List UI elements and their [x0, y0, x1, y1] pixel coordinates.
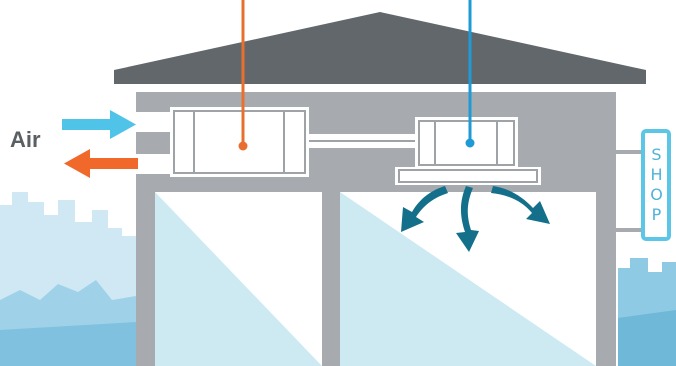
arrow-right-icon [62, 110, 136, 139]
exhaust-duct-opening [136, 154, 170, 174]
intake-duct-opening [136, 112, 170, 132]
heat-recovery-unit [170, 107, 309, 177]
shop-sign-text: SHOP [647, 145, 666, 225]
outdoor-unit-callout [238, 0, 248, 151]
connecting-pipes [309, 134, 420, 148]
sign-bracket [616, 150, 641, 232]
air-label: Air [10, 127, 41, 152]
city-skyline-background [0, 192, 676, 366]
curved-arrow-down-icon [401, 186, 550, 252]
indoor-unit-callout [465, 0, 475, 148]
building-roof [114, 12, 646, 84]
shop-window-left [155, 192, 322, 366]
shop-sign: SHOP [641, 129, 671, 241]
arrow-left-icon [64, 149, 138, 178]
